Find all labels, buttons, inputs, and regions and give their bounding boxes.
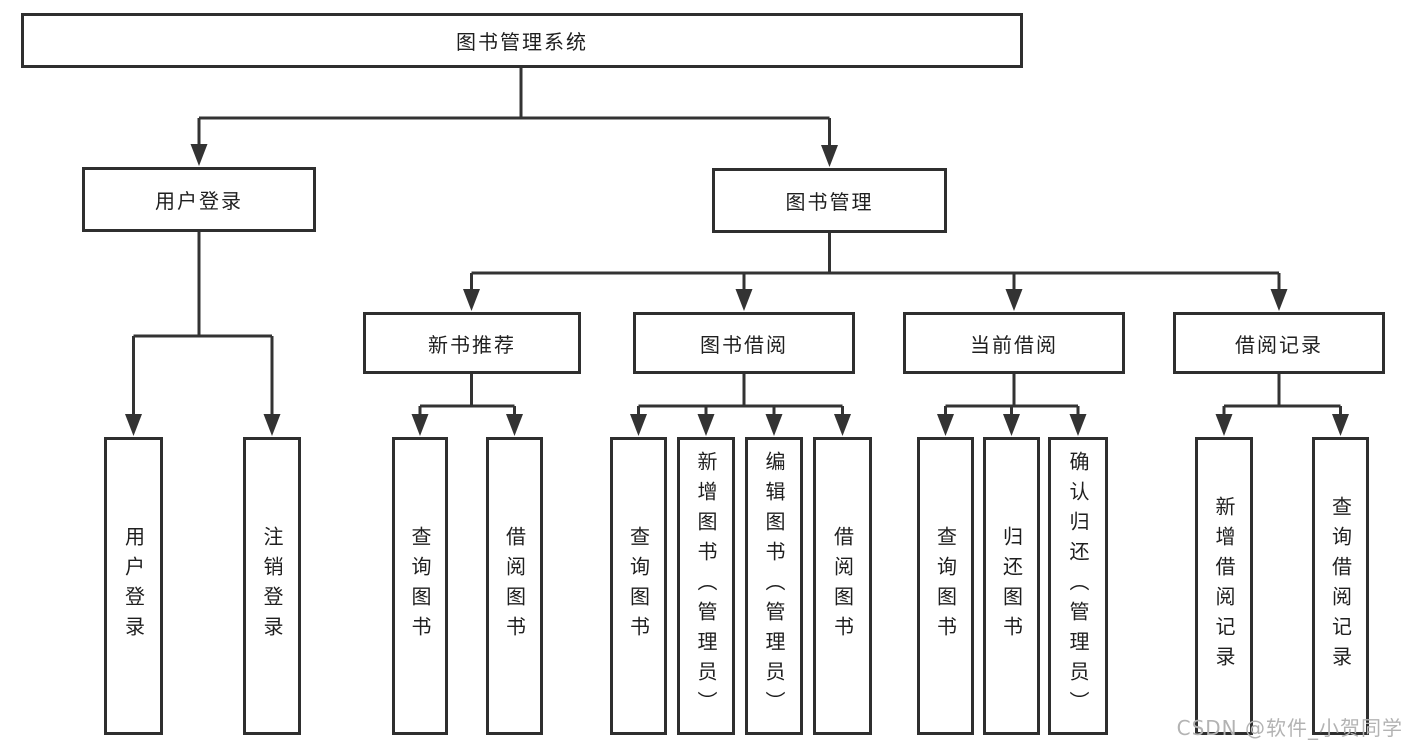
node-label: 查询图书 — [626, 526, 651, 646]
leaf-add-borrow-record: 新增借阅记录 — [1195, 437, 1253, 735]
leaf-borrow-books-recommend: 借阅图书 — [486, 437, 543, 735]
node-label: 用户登录 — [155, 189, 243, 213]
node-label: 新增图书（管理员） — [694, 451, 718, 721]
leaf-query-borrow-record: 查询借阅记录 — [1312, 437, 1369, 735]
node-book-management: 图书管理 — [712, 168, 947, 233]
node-current-borrowing: 当前借阅 — [903, 312, 1125, 374]
node-book-borrowing: 图书借阅 — [633, 312, 855, 374]
node-label: 借阅记录 — [1235, 332, 1323, 357]
node-label: 查询借阅记录 — [1328, 496, 1353, 676]
node-label: 新书推荐 — [428, 332, 516, 357]
leaf-user-login: 用户登录 — [104, 437, 163, 735]
node-label: 图书借阅 — [700, 332, 788, 357]
node-label: 用户登录 — [121, 526, 146, 646]
arrowheads — [125, 144, 1349, 436]
leaf-logout: 注销登录 — [243, 437, 301, 735]
leaf-query-books-borrowing: 查询图书 — [610, 437, 667, 735]
node-label: 图书管理系统 — [456, 30, 588, 54]
node-library-management-system: 图书管理系统 — [21, 13, 1023, 68]
node-label: 编辑图书（管理员） — [762, 451, 786, 721]
leaf-return-books: 归还图书 — [983, 437, 1040, 735]
leaf-query-books-current: 查询图书 — [917, 437, 974, 735]
leaf-query-books-recommend: 查询图书 — [392, 437, 448, 735]
node-label: 图书管理 — [785, 190, 874, 214]
leaf-add-books-admin: 新增图书（管理员） — [677, 437, 735, 735]
node-label: 归还图书 — [999, 526, 1024, 646]
node-label: 新增借阅记录 — [1212, 496, 1236, 676]
leaf-confirm-return-admin: 确认归还（管理员） — [1048, 437, 1108, 735]
node-borrowing-records: 借阅记录 — [1173, 312, 1385, 374]
leaf-borrow-books: 借阅图书 — [813, 437, 872, 735]
node-label: 借阅图书 — [830, 526, 855, 646]
node-label: 确认归还（管理员） — [1066, 451, 1090, 721]
node-new-book-recommendation: 新书推荐 — [363, 312, 581, 374]
csdn-watermark: CSDN @软件_小贺同学 — [1176, 716, 1403, 740]
node-label: 当前借阅 — [970, 332, 1058, 357]
node-label: 注销登录 — [260, 526, 284, 646]
node-label: 查询图书 — [933, 526, 958, 646]
node-label: 查询图书 — [408, 526, 432, 646]
node-user-login: 用户登录 — [82, 167, 316, 232]
node-label: 借阅图书 — [502, 526, 527, 646]
leaf-edit-books-admin: 编辑图书（管理员） — [745, 437, 803, 735]
